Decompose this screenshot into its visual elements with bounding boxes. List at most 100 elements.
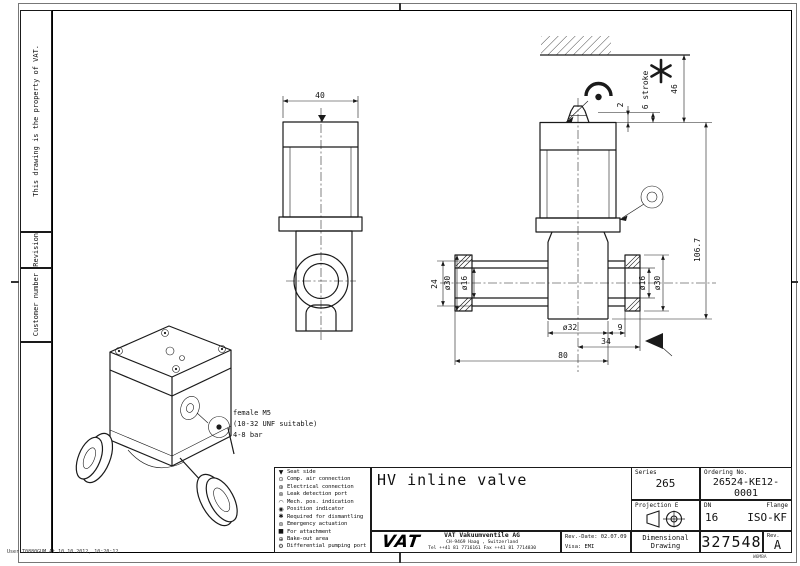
dim-40: 40 <box>315 91 325 100</box>
legend-item: ◠Mech. pos. indication <box>275 499 370 506</box>
doc-type-line1: Dimensional <box>642 533 689 542</box>
dn-label: DN <box>704 502 712 509</box>
dim-24: 24 <box>430 279 439 289</box>
ordering-box: Ordering No. 26524-KE12-0001 <box>700 467 792 500</box>
dim-6-stroke: 6 stroke <box>641 71 650 110</box>
attachment-icon: ■ <box>278 528 284 536</box>
legend-item: ■For attachment <box>275 529 370 536</box>
emergency-actuation-icon: ⊜ <box>278 520 284 528</box>
legend-item: ⊛Electrical connection <box>275 484 370 491</box>
seat-side-icon: ▼ <box>278 468 284 476</box>
legend-item: ⊚Leak detection port <box>275 491 370 498</box>
dim-2: 2 <box>616 102 625 107</box>
dim-d32: ø32 <box>563 323 578 332</box>
mech-pos-indication-symbol <box>565 81 613 123</box>
company-address: CH-9469 Haag , Switzerland <box>446 540 519 546</box>
title-box: HV inline valve <box>371 467 632 531</box>
comp-air-icon: ⊙ <box>278 476 284 484</box>
rev-date: Rev.-Date: 02.07.09 <box>565 534 627 540</box>
ordering-label: Ordering No. <box>704 469 748 476</box>
dn-flange-box: DN Flange 16 ISO-KF <box>700 500 792 531</box>
flange-value: ISO-KF <box>747 511 787 524</box>
series-box: Series 265 <box>631 467 700 500</box>
center-mark-top <box>399 3 401 11</box>
dim-46: 46 <box>670 84 679 94</box>
iso-view: VAT <box>75 325 317 527</box>
side-view: 40 <box>278 91 363 340</box>
series-label: Series <box>635 469 657 476</box>
dim-106-7: 106.7 <box>693 238 702 262</box>
doc-type-box: Dimensional Drawing <box>631 531 700 553</box>
legend-item: ▼Seat side <box>275 469 370 476</box>
projection-box: Projection E <box>631 500 700 531</box>
leak-detection-icon: ⊚ <box>278 491 284 499</box>
symbol-legend: ▼Seat side ⊙Comp. air connection ⊛Electr… <box>274 467 371 553</box>
rev-visa-box: Rev.-Date: 02.07.09 Visa: EMI <box>561 531 631 553</box>
dim-d30-left: ø30 <box>443 276 452 291</box>
legend-item: ⊜Emergency actuation <box>275 521 370 528</box>
dim-d30-right: ø30 <box>653 276 662 291</box>
required-for-dismantling-symbol <box>650 58 672 84</box>
seat-side-symbol <box>645 333 663 349</box>
company-name: VAT Vakuumventile AG <box>444 532 520 540</box>
legend-item: ⊕Bake-out area <box>275 536 370 543</box>
flange-label: Flange <box>766 502 788 509</box>
outer-border <box>18 3 797 563</box>
rev-box: Rev. A <box>763 531 792 553</box>
dn-value: 16 <box>705 511 719 524</box>
ordering-value: 26524-KE12-0001 <box>712 477 780 499</box>
company-phone: Tel ++41 81 7716161 Fax ++41 81 7714830 <box>428 545 537 551</box>
projection-label: Projection E <box>635 502 679 509</box>
section-view: 46 6 stroke 2 <box>430 36 716 372</box>
center-mark-bottom <box>399 552 401 563</box>
center-mark-right <box>790 281 798 283</box>
main-frame <box>52 10 792 553</box>
iso-right-flange <box>196 473 238 527</box>
visa: Visa: EMI <box>565 544 595 550</box>
iso-note-line1: female M5 <box>233 409 271 417</box>
drawing-title: HV inline valve <box>377 471 528 489</box>
comp-air-connection-symbol <box>208 416 230 438</box>
property-note: This drawing is the property of VAT. <box>32 45 40 197</box>
customer-number-box: Customer number <box>20 268 52 342</box>
doc-type-line2: Drawing <box>650 542 681 550</box>
center-mark-left <box>11 281 19 283</box>
technical-drawing-svg: 40 <box>75 36 716 527</box>
rev-value: A <box>773 538 782 552</box>
property-note-box: This drawing is the property of VAT. <box>20 10 52 232</box>
margin-empty-box <box>20 342 52 553</box>
dim-d16-right: ø16 <box>638 276 647 291</box>
electrical-icon: ⊛ <box>278 483 284 491</box>
legend-item: ✱Required for dismantling <box>275 514 370 521</box>
customer-number-label: Customer number <box>32 273 40 337</box>
print-stamp: User T0880GUM At 10.10.2012, 10:20:12 <box>7 549 119 555</box>
iso-note-line2: (10-32 UNF suitable) <box>233 420 317 428</box>
drawing-number: 327548 <box>701 533 762 551</box>
dim-34: 34 <box>601 337 611 346</box>
position-indicator-symbol <box>619 185 664 221</box>
vat-logo: VAT <box>380 532 422 552</box>
dismantling-icon: ✱ <box>278 513 284 521</box>
legend-item: ◉Position indicator <box>275 506 370 513</box>
legend-item: ⊙Comp. air connection <box>275 476 370 483</box>
cap-screws <box>115 329 226 373</box>
ceiling-hatch <box>541 36 611 55</box>
bake-out-icon: ⊕ <box>278 535 284 543</box>
seat-side-marker <box>318 115 326 122</box>
rev-label: Rev. <box>767 533 780 539</box>
revision-label: Revision <box>32 233 40 267</box>
dim-d16-left: ø16 <box>460 276 469 291</box>
diff-pumping-icon: ⚙ <box>278 543 284 551</box>
form-stamp: W6MBA <box>753 555 767 560</box>
revision-box: Revision <box>20 232 52 268</box>
legend-item: ⚙Differential pumping port <box>275 544 370 551</box>
projection-symbol-icon <box>645 510 685 528</box>
company-box: VAT VAT Vakuumventile AG CH-9469 Haag , … <box>371 531 561 553</box>
dim-80: 80 <box>558 351 568 360</box>
dim-9: 9 <box>618 323 623 332</box>
right-flange-hatch <box>625 254 641 312</box>
drawing-number-box: 327548 <box>700 531 763 553</box>
mech-pos-icon: ◠ <box>278 498 284 506</box>
position-indicator-icon: ◉ <box>278 505 284 513</box>
